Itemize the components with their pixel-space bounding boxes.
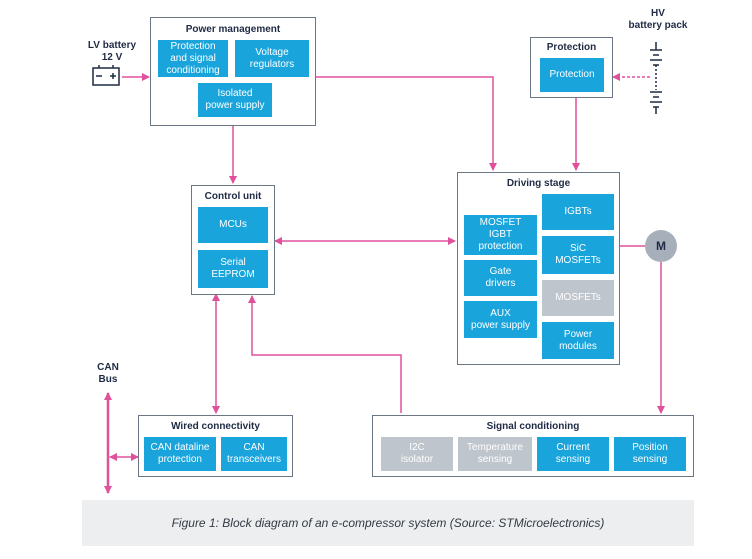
- signal-conditioning-title: Signal conditioning: [486, 421, 580, 432]
- mcus-block: MCUs: [198, 207, 268, 243]
- protection-group: Protection Protection: [530, 37, 613, 98]
- power-management-title: Power management: [185, 24, 281, 35]
- sic-mosfets-block: SiC MOSFETs: [542, 236, 614, 274]
- protection-title: Protection: [546, 42, 597, 53]
- driving-stage-group: Driving stage MOSFET IGBT protection IGB…: [457, 172, 620, 365]
- lv-battery-label: LV battery 12 V: [87, 40, 137, 63]
- aux-power-supply-block: AUX power supply: [464, 301, 537, 338]
- wired-connectivity-title: Wired connectivity: [171, 421, 260, 432]
- voltage-regulators-block: Voltage regulators: [235, 40, 309, 77]
- hv-battery-label: HV battery pack: [628, 8, 688, 31]
- protection-signal-conditioning-block: Protection and signal conditioning: [158, 40, 228, 77]
- can-bus-label: CAN Bus: [97, 362, 119, 385]
- mosfet-igbt-protection-block: MOSFET IGBT protection: [464, 215, 537, 255]
- mosfets-block: MOSFETs: [542, 280, 614, 316]
- wire-signal-to-control: [248, 295, 402, 413]
- igbts-block: IGBTs: [542, 194, 614, 230]
- wire-power-to-driving: [316, 76, 497, 171]
- i2c-isolator-block: I2C isolator: [381, 437, 453, 471]
- serial-eeprom-block: Serial EEPROM: [198, 250, 268, 288]
- signal-conditioning-group: Signal conditioning I2C isolator Tempera…: [372, 415, 694, 477]
- can-transceivers-block: CAN transceivers: [221, 437, 287, 471]
- wired-connectivity-group: Wired connectivity CAN dataline protecti…: [138, 415, 293, 477]
- temperature-sensing-block: Temperature sensing: [458, 437, 532, 471]
- motor-icon: M: [645, 230, 677, 262]
- driving-stage-title: Driving stage: [506, 178, 571, 189]
- can-dataline-protection-block: CAN dataline protection: [144, 437, 216, 471]
- isolated-power-supply-block: Isolated power supply: [198, 83, 272, 117]
- lv-battery-icon: [92, 65, 120, 86]
- power-modules-block: Power modules: [542, 322, 614, 359]
- gate-drivers-block: Gate drivers: [464, 260, 537, 296]
- figure-caption: Figure 1: Block diagram of an e-compress…: [82, 500, 694, 546]
- power-management-group: Power management Protection and signal c…: [150, 17, 316, 126]
- protection-block: Protection: [540, 58, 604, 92]
- control-unit-group: Control unit MCUs Serial EEPROM: [191, 185, 275, 295]
- current-sensing-block: Current sensing: [537, 437, 609, 471]
- hv-battery-icon: [650, 42, 662, 114]
- position-sensing-block: Position sensing: [614, 437, 686, 471]
- control-unit-title: Control unit: [204, 191, 262, 202]
